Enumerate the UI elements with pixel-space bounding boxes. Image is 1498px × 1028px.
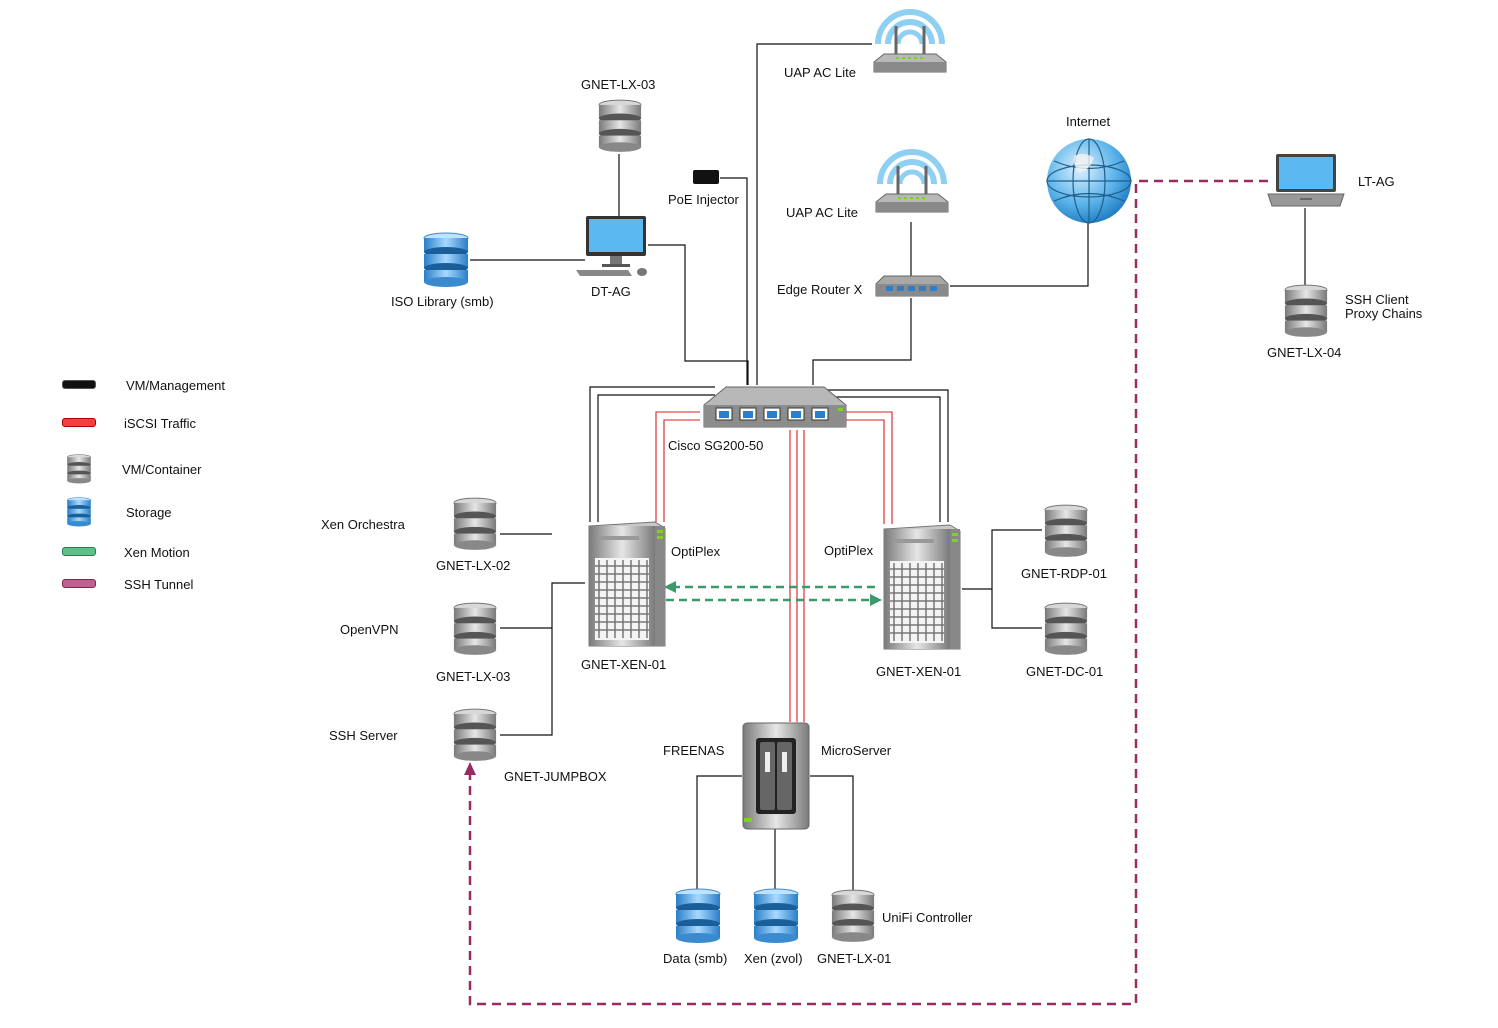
optiplex-left-label: OptiPlex: [671, 544, 721, 559]
gnet-lx-03-mid-icon: [452, 601, 498, 660]
legend-xen-motion-label: Xen Motion: [124, 545, 190, 560]
laptop-icon: [1266, 152, 1346, 213]
poe-injector-icon: [693, 170, 719, 184]
data-smb-storage-icon: [674, 888, 722, 947]
link-microserver-storage: [696, 775, 742, 890]
gnet-jumpbox-icon: [452, 707, 498, 766]
gnet-rdp-01-icon: [1043, 503, 1089, 562]
gnet-xen-01-right-label: GNET-XEN-01: [876, 664, 962, 679]
poe-injector-label: PoE Injector: [668, 192, 739, 207]
link-xen-left-vms: [500, 582, 585, 736]
legend-management-swatch: [62, 380, 96, 389]
uap-1-icon: [870, 6, 950, 89]
iscsi-xen-left: [655, 411, 700, 522]
openvpn-label: OpenVPN: [340, 622, 399, 637]
link-switch-xen-left-b: [597, 394, 715, 522]
link-switch-edge: [812, 298, 912, 385]
gnet-dc-01-label: GNET-DC-01: [1026, 664, 1104, 679]
uap-2-icon: [872, 146, 952, 229]
iso-library-icon: [422, 232, 470, 291]
freenas-label: FREENAS: [663, 743, 725, 758]
microserver-nas-icon: [742, 722, 810, 833]
gnet-jumpbox-label: GNET-JUMPBOX: [504, 769, 607, 784]
gnet-lx-01-icon: [830, 888, 876, 947]
optiplex-right-label: OptiPlex: [824, 543, 874, 558]
edge-router-label: Edge Router X: [777, 282, 863, 297]
optiplex-left-server-icon: [585, 518, 667, 653]
legend-management-label: VM/Management: [126, 378, 225, 393]
link-switch-dtag: [648, 244, 749, 385]
optiplex-right-server-icon: [880, 521, 962, 656]
link-switch-xen-left-a: [589, 386, 715, 522]
microserver-label: MicroServer: [821, 743, 892, 758]
gnet-lx-02-icon: [452, 496, 498, 555]
gnet-lx-01-label: GNET-LX-01: [817, 951, 892, 966]
lt-ag-label: LT-AG: [1358, 174, 1395, 189]
edge-router-icon: [872, 274, 952, 301]
gnet-rdp-01-label: GNET-RDP-01: [1021, 566, 1107, 581]
gnet-lx-03-top-icon: [597, 98, 643, 157]
cisco-switch-icon: [700, 383, 850, 434]
iscsi-xen-right: [840, 411, 893, 524]
link-switch-xen-right-b: [825, 396, 941, 522]
legend-xen-motion-swatch: [62, 547, 96, 556]
internet-globe-icon: [1044, 136, 1134, 229]
gnet-xen-01-left-label: GNET-XEN-01: [581, 657, 667, 672]
gnet-lx-03-top-label: GNET-LX-03: [581, 77, 656, 92]
gnet-lx-02-label: GNET-LX-02: [436, 558, 511, 573]
gnet-lx-04-icon: [1283, 283, 1329, 342]
legend-vm-label: VM/Container: [122, 462, 202, 477]
xen-zvol-label: Xen (zvol): [744, 951, 803, 966]
ssh-tunnel-line: [468, 179, 1268, 1006]
link-switch-xen-right-a: [825, 389, 949, 522]
xen-orchestra-label: Xen Orchestra: [321, 517, 405, 532]
data-smb-label: Data (smb): [663, 951, 728, 966]
link-xen-right-vms: [962, 529, 1042, 590]
uap-1-label: UAP AC Lite: [784, 65, 857, 80]
gnet-lx-04-label: GNET-LX-04: [1267, 345, 1342, 360]
legend-storage-icon: [64, 497, 94, 530]
link-switch-uap1: [756, 43, 872, 385]
cisco-switch-label: Cisco SG200-50: [668, 438, 764, 453]
desktop-computer-icon: [576, 214, 650, 281]
link-edge-internet: [950, 222, 1089, 287]
gnet-lx-03-mid-label: GNET-LX-03: [436, 669, 511, 684]
gnet-dc-01-icon: [1043, 601, 1089, 660]
legend-vm-icon: [64, 454, 94, 487]
unifi-controller-label: UniFi Controller: [882, 910, 973, 925]
link-poe-injector: [720, 177, 748, 385]
ssh-client-label: SSH Client Proxy Chains: [1345, 292, 1423, 321]
legend-ssh-tunnel-swatch: [62, 579, 96, 588]
iso-library-label: ISO Library (smb): [391, 294, 494, 309]
xen-zvol-storage-icon: [752, 888, 800, 947]
legend-iscsi-swatch: [62, 418, 96, 427]
uap-2-label: UAP AC Lite: [786, 205, 859, 220]
legend-storage-label: Storage: [126, 505, 172, 520]
dt-ag-label: DT-AG: [591, 284, 631, 299]
legend-ssh-tunnel-label: SSH Tunnel: [124, 577, 194, 592]
legend-iscsi-label: iSCSI Traffic: [124, 416, 197, 431]
ssh-server-label: SSH Server: [329, 728, 398, 743]
internet-label: Internet: [1066, 114, 1111, 129]
